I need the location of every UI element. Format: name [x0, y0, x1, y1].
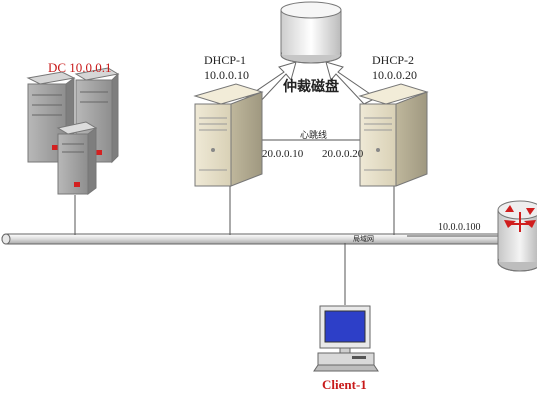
storage-disk-icon: [280, 1, 342, 64]
storage-label: 仲裁磁盘: [283, 80, 339, 95]
dhcp1-heartbeat-ip: 20.0.0.10: [262, 148, 304, 160]
dhcp1-name: DHCP-1: [204, 53, 247, 67]
router-icon: [497, 200, 537, 272]
dc-label: DC 10.0.0.1: [48, 60, 112, 75]
arrow-dhcp2-storage: [325, 61, 377, 105]
router-ip: 10.0.0.100: [438, 222, 481, 233]
dhcp2-ip: 10.0.0.20: [372, 68, 417, 82]
dhcp2-name: DHCP-2: [372, 53, 415, 67]
dc-server-icon: [26, 67, 120, 195]
dhcp1-ip: 10.0.0.10: [204, 68, 249, 82]
heartbeat-label: 心跳线: [300, 130, 328, 140]
connection-lines: [74, 139, 498, 305]
dhcp2-heartbeat-ip: 20.0.0.20: [322, 148, 364, 160]
lan-label: 局域网: [353, 235, 374, 243]
dhcp1-server-icon: [193, 83, 264, 187]
dhcp2-server-icon: [358, 83, 429, 187]
client-computer-icon: [313, 305, 379, 372]
client-label: Client-1: [322, 377, 367, 392]
